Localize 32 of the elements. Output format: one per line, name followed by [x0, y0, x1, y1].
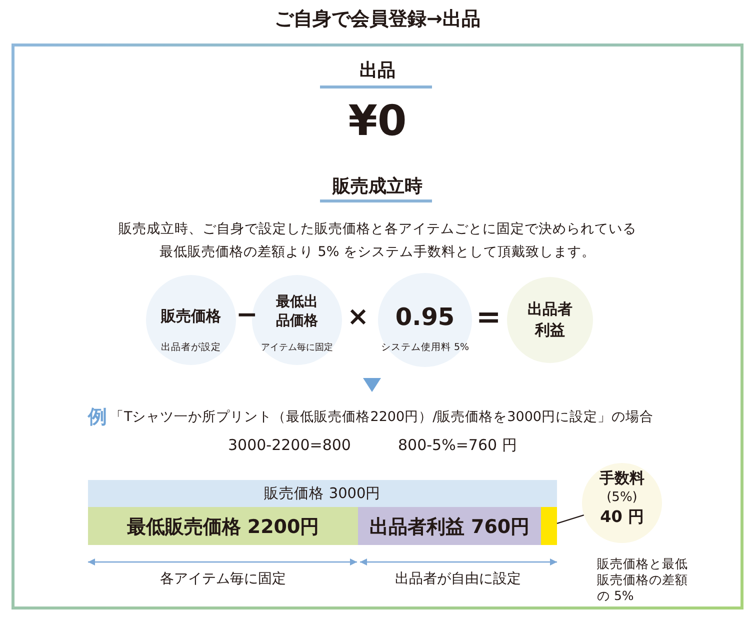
node-text: 0.95: [394, 303, 456, 331]
price-bar: [358, 507, 541, 545]
formula-text: 3000-2200=800: [228, 436, 351, 454]
node-text: 出品者利益: [526, 299, 574, 341]
heading: 販売成立時: [331, 175, 424, 198]
price-bar: [88, 480, 557, 507]
node-text: 出品者利益 760円: [368, 515, 531, 540]
node-text: 最低販売価格 2200円: [126, 515, 320, 540]
node-text: 出品者が設定: [160, 341, 222, 354]
formula-text: 800-5%=760 円: [398, 436, 517, 455]
node-text: 販売価格 3000円: [263, 485, 382, 503]
node-text: 最低出品価格: [275, 293, 319, 331]
description-text: 販売成立時、ご自身で設定した販売価格と各アイテムごとに固定で決められている最低販売価格の差額より 5% をシステム手数料として頂戴致します。: [118, 220, 638, 262]
note-text: 販売価格と最低販売価格の差額の 5%: [597, 556, 689, 604]
price-text: ¥0: [347, 96, 408, 145]
example-text: 「Tシャツ一か所プリント（最低販売価格2200円）/販売価格を3000円に設定」の場合: [110, 408, 654, 426]
equals-sign: =: [476, 300, 500, 335]
node-text: アイテム毎に固定: [260, 342, 334, 354]
multiply-sign: ×: [346, 302, 370, 332]
fee-bar: [541, 507, 557, 545]
example-mark: 例: [88, 405, 107, 430]
node-text: 手数料: [598, 469, 646, 488]
title: ご自身で会員登録→出品: [274, 7, 482, 32]
leader-line: [556, 514, 584, 524]
node-text: 40 円: [599, 507, 645, 528]
node-text: システム使用料 5%: [380, 341, 470, 354]
price-bar: [88, 507, 358, 545]
dimension-label: 各アイテム毎に固定: [159, 570, 287, 588]
dimension-label: 出品者が自由に設定: [394, 570, 522, 588]
node-text: (5%): [606, 490, 638, 505]
heading: 出品: [358, 59, 396, 82]
node-text: 販売価格: [160, 307, 222, 326]
